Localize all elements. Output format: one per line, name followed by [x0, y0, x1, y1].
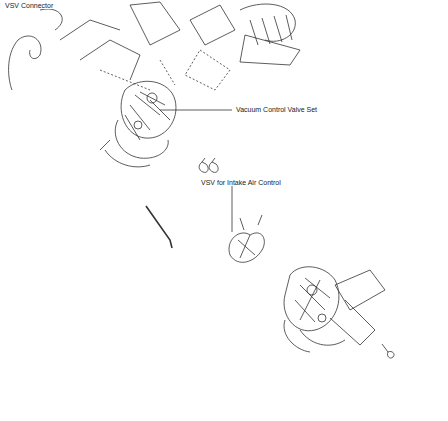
part-label: Vacuum Control Valve Set — [235, 106, 318, 113]
part-label: VSV for Intake Air Control — [200, 179, 282, 186]
part-label: VSV Connector — [4, 2, 54, 9]
